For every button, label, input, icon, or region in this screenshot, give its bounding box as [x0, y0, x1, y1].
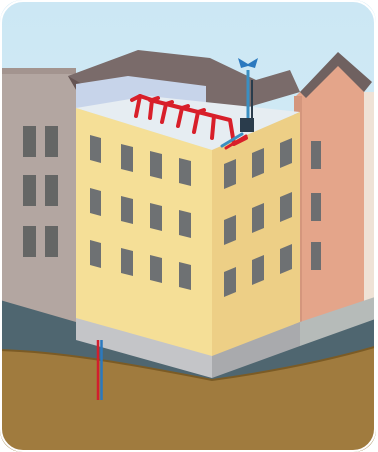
main-side-windows [224, 138, 292, 297]
right-building [294, 52, 372, 340]
right-building-windows [311, 141, 321, 270]
